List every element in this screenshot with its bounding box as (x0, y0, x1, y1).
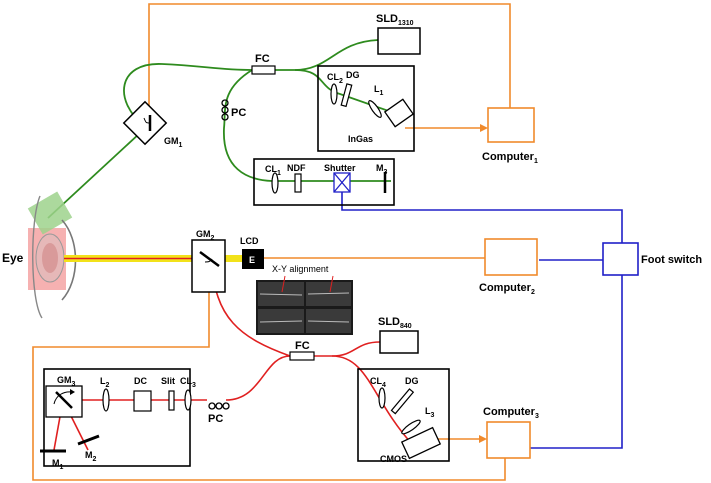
foot-switch-label: Foot switch (641, 254, 702, 266)
dc-block (133, 390, 152, 412)
slit-label: Slit (161, 376, 175, 386)
cl1-label: CL1 (265, 164, 281, 177)
eye-lens-inner (42, 243, 58, 273)
cl3-lens (184, 389, 192, 411)
dg-grating-bottom (390, 388, 415, 415)
pc-bottom-label: PC (208, 413, 223, 425)
m2-mirror (77, 434, 100, 446)
arrow-to-computer1 (480, 124, 488, 132)
polarization-controller-bottom (208, 402, 230, 410)
dg-grating-top (340, 83, 353, 108)
spectrometer-840-box (357, 368, 450, 462)
cl4-label: CL4 (370, 376, 386, 389)
m2-label: M2 (85, 450, 97, 463)
dc-label: DC (134, 376, 147, 386)
gm3-rotation-arrowhead (70, 389, 75, 395)
l3-label: L3 (425, 406, 435, 419)
computer3-box (486, 421, 531, 459)
fc-top-label: FC (255, 53, 270, 65)
lcd-label: LCD (240, 236, 259, 246)
gm3-mirror (55, 391, 73, 409)
slit-element (168, 390, 175, 411)
m1-label: M1 (52, 458, 64, 471)
m3-label: M3 (376, 163, 388, 176)
l3-lens (401, 419, 421, 435)
reference-arm-1310-box (253, 158, 395, 206)
gm3-label: GM3 (57, 375, 76, 388)
shutter-icon (333, 172, 351, 193)
gm3-rotation-icon (53, 391, 73, 405)
cl4-lens (378, 387, 386, 409)
computer2-label: Computer2 (479, 282, 535, 296)
cl1-lens (271, 172, 279, 194)
gm2-galvo-mirror (191, 239, 226, 293)
gm1-label: GM1 (164, 136, 183, 149)
l1-label: L1 (374, 84, 384, 97)
lcd-display (242, 249, 264, 269)
sld1310-source (377, 27, 421, 55)
cmos-label: CMOS (380, 454, 407, 464)
fiber-coupler-bottom (289, 351, 315, 361)
reference-arm-840-box (43, 368, 191, 467)
l1-lens (368, 100, 382, 118)
lcd-e-label: E (249, 255, 255, 265)
fc-bottom-label: FC (295, 340, 310, 352)
sld840-source (379, 330, 419, 354)
dg-top-label: DG (346, 70, 360, 80)
cl2-label: CL2 (327, 72, 343, 85)
l2-lens (102, 388, 110, 412)
eye-model (27, 191, 77, 319)
xy-alignment-images (256, 275, 353, 335)
cmos-camera (400, 426, 442, 460)
xy-alignment-label: X-Y alignment (272, 264, 329, 274)
polarization-controller-top (221, 99, 229, 121)
green-fiber-paths (47, 39, 401, 219)
cl2-lens (330, 83, 338, 105)
cl3-label: CL3 (180, 376, 196, 389)
computer1-box (487, 107, 535, 143)
computer1-label: Computer1 (482, 151, 538, 165)
blue-trigger-lines (341, 192, 623, 449)
dg-bottom-label: DG (405, 376, 419, 386)
computer3-label: Computer3 (483, 406, 539, 420)
computer2-box (484, 238, 538, 276)
eye-green-highlight (27, 191, 73, 235)
shutter-label: Shutter (324, 163, 356, 173)
pc-top-label: PC (231, 107, 246, 119)
foot-switch-box (602, 242, 639, 276)
sld840-label: SLD840 (378, 316, 412, 330)
eye-label: Eye (2, 251, 24, 265)
gm1-galvo-mirror (122, 100, 168, 146)
ingas-label: InGas (348, 134, 373, 144)
arrow-to-computer3 (479, 435, 487, 443)
ndf-label: NDF (287, 163, 306, 173)
eye-globe (32, 195, 43, 319)
ndf-filter (294, 173, 302, 193)
gm2-label: GM2 (196, 229, 215, 242)
ingas-camera (383, 98, 415, 128)
l2-label: L2 (100, 376, 110, 389)
spectrometer-1310-box (317, 65, 415, 152)
fiber-coupler-top (251, 65, 276, 75)
yellow-beam (64, 255, 242, 262)
sld1310-label: SLD1310 (376, 13, 414, 27)
